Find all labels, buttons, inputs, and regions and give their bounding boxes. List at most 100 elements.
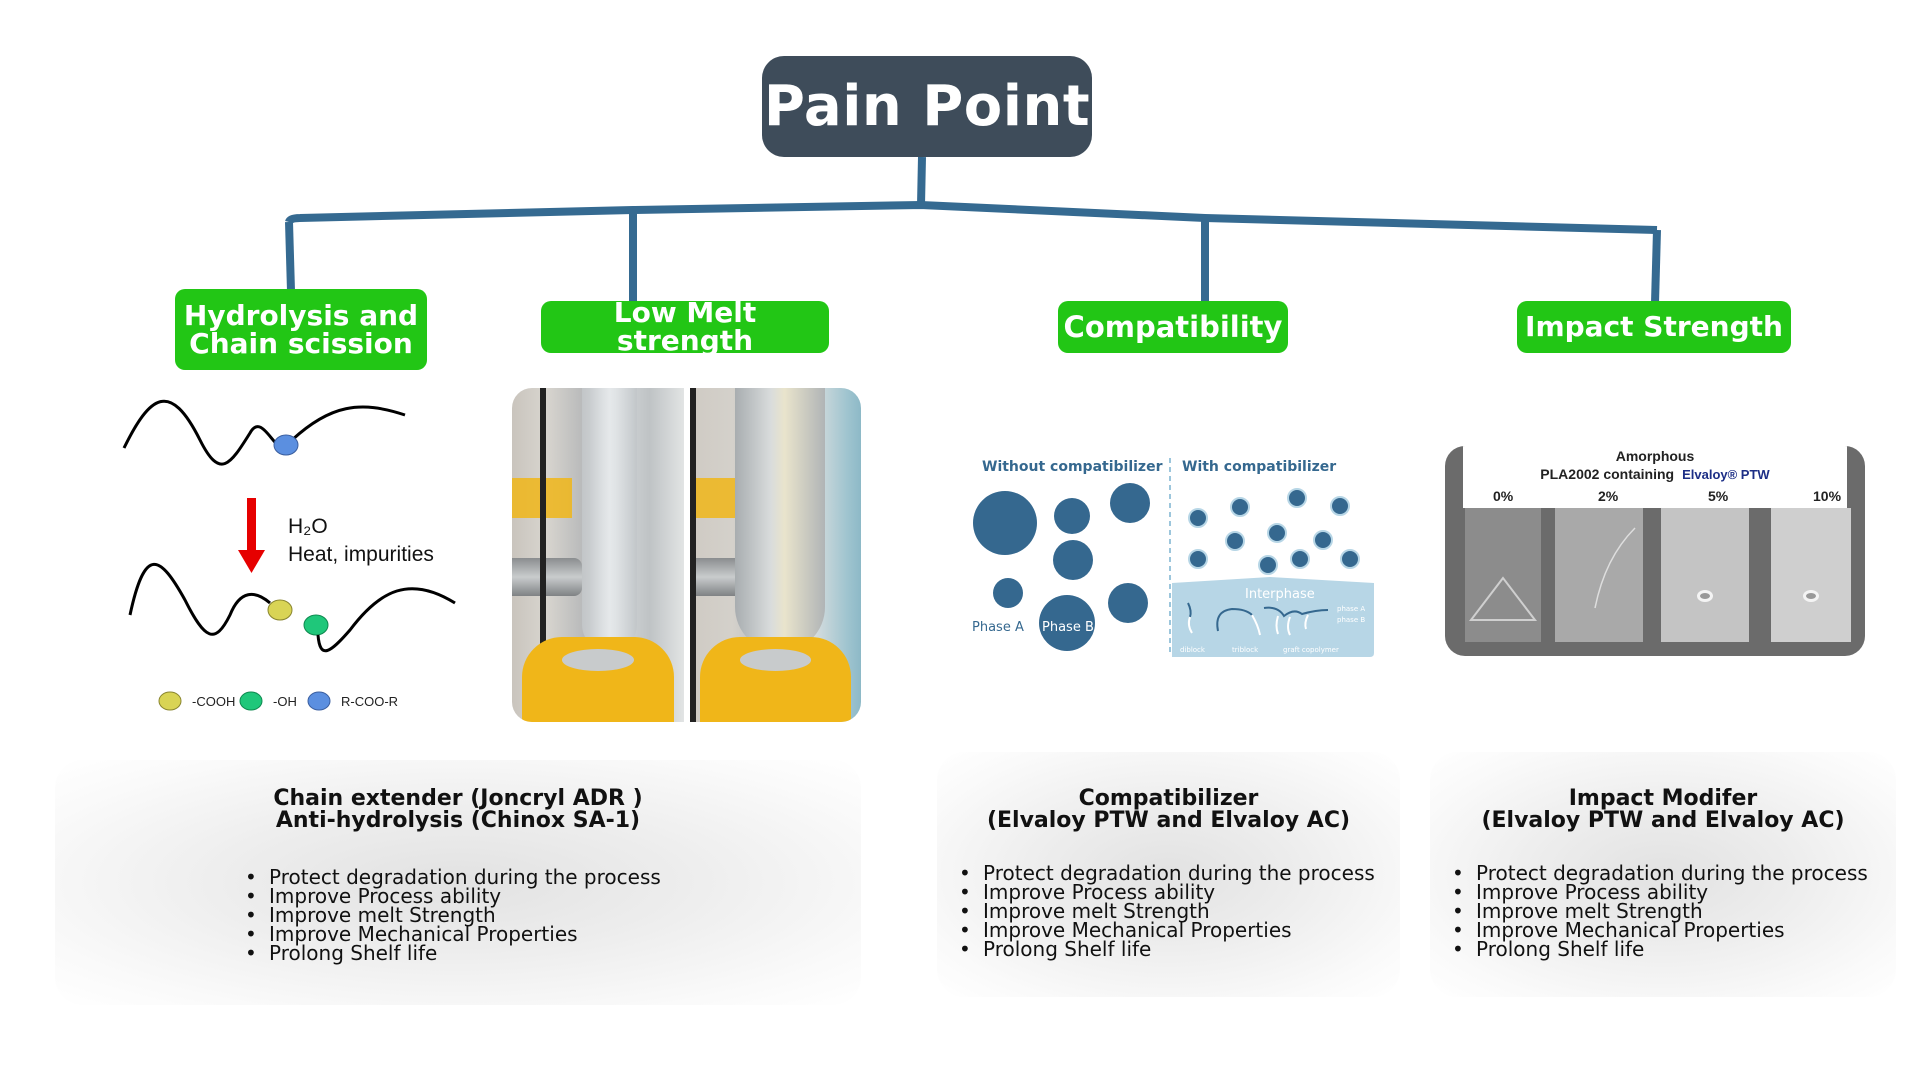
specimen-10pct (1771, 508, 1851, 642)
triblock-label: triblock (1232, 646, 1259, 654)
polymer-chain-before (122, 399, 281, 466)
impact-photo-title: Amorphous (1615, 448, 1695, 464)
impact-photo-header: Amorphous PLA2002 containing Elvaloy® PTW… (1463, 446, 1847, 508)
pct-label: 0% (1493, 488, 1514, 504)
polymer-chain-before-tail (290, 405, 406, 442)
specimen-2pct (1555, 508, 1643, 642)
legend-cooh-icon (158, 691, 182, 711)
dispersed-droplet (1340, 549, 1360, 569)
benefit-list: Protect degradation during the process I… (245, 867, 661, 963)
connector-root-stem (917, 156, 926, 206)
solution-title-line2: (Elvaloy PTW and Elvaloy AC) (986, 808, 1351, 833)
branch-impact-strength: Impact Strength (1517, 301, 1791, 353)
solution-title: Chain extender (Joncryl ADR ) Anti-hydro… (55, 788, 861, 832)
blown-film-photo-after (689, 388, 861, 722)
pain-point-root: Pain Point (762, 56, 1092, 157)
impact-photo-subtitle: PLA2002 containing Elvaloy® PTW (1463, 466, 1847, 482)
branch-hydrolysis-line1: Hydrolysis and (183, 298, 419, 332)
connector-horizontal (285, 201, 1658, 234)
legend-ester-icon (307, 691, 331, 711)
solution-title-line1: Chain extender (Joncryl ADR ) (273, 786, 643, 811)
polymer-chain-after-right (316, 587, 456, 653)
impact-photo-subtitle-text: PLA2002 containing (1540, 466, 1675, 482)
without-compat-title: Without compatibilizer (982, 459, 1163, 475)
graft-branches (1275, 614, 1309, 636)
phase-droplet (1054, 498, 1090, 534)
phase-a-label: Phase A (972, 620, 1024, 635)
with-compat-title: With compatibilizer (1182, 459, 1336, 475)
benefit-item: Improve Mechanical Properties (1452, 920, 1868, 940)
dispersed-droplet (1330, 496, 1350, 516)
benefit-item: Improve melt Strength (959, 901, 1375, 921)
triblock-chain (1216, 607, 1253, 632)
interphase-label: Interphase (1245, 587, 1315, 602)
legend-cooh-label: -COOH (192, 694, 235, 709)
legend-oh-icon (239, 691, 263, 711)
benefit-item: Prolong Shelf life (245, 943, 661, 963)
interphase-panel (1172, 577, 1374, 657)
compatibilizer-diagram: Without compatibilizer Phase A Phase B W… (970, 453, 1380, 658)
solution-title-line2: (Elvaloy PTW and Elvaloy AC) (1481, 808, 1845, 833)
benefit-item: Protect degradation during the process (245, 867, 661, 887)
branch-low-melt-strength-label: Low Melt strength (613, 296, 757, 357)
phase-b-droplet (1039, 595, 1095, 651)
polymer-chain-after-left (128, 562, 271, 636)
benefit-item: Improve Process ability (959, 882, 1375, 902)
hydrolysis-diagram: H₂O Heat, impurities -COOH -OH R-COO-R (110, 385, 470, 715)
dispersed-droplet (1290, 549, 1310, 569)
benefit-item: Improve melt Strength (1452, 901, 1868, 921)
benefit-item: Improve Mechanical Properties (959, 920, 1375, 940)
benefit-item: Protect degradation during the process (959, 863, 1375, 883)
dispersed-droplet (1287, 488, 1307, 508)
solution-card-compatibilizer: Compatibilizer (Elvaloy PTW and Elvaloy … (937, 752, 1400, 997)
dispersed-droplet (1188, 508, 1208, 528)
pct-label: 5% (1708, 488, 1729, 504)
impact-photo-brand: Elvaloy® PTW (1682, 467, 1770, 482)
legend-phase-b: phase B (1337, 616, 1365, 624)
benefit-item: Improve melt Strength (245, 905, 661, 925)
branch-hydrolysis-line2: Chain scission (189, 326, 413, 360)
branch-low-melt-strength: Low Melt strength (541, 296, 829, 357)
phase-droplet (973, 491, 1037, 555)
melt-strength-photo (512, 388, 861, 722)
solution-title: Compatibilizer (Elvaloy PTW and Elvaloy … (937, 788, 1400, 832)
phase-droplet (1053, 540, 1093, 580)
dispersed-droplet (1258, 555, 1278, 575)
arrow-shaft (247, 498, 256, 553)
phase-droplet (993, 578, 1023, 608)
pct-label: 2% (1598, 488, 1619, 504)
solution-card-impact-modifier: Impact Modifer (Elvaloy PTW and Elvaloy … (1430, 752, 1896, 997)
specimen-5pct (1661, 508, 1749, 642)
solution-title-line2: Anti-hydrolysis (Chinox SA-1) (275, 808, 641, 833)
dispersed-droplet (1313, 530, 1333, 550)
connector-branch-4 (1651, 229, 1661, 304)
branch-impact-strength-label: Impact Strength (1525, 310, 1783, 343)
branch-compatibility: Compatibility (1058, 301, 1288, 353)
branch-hydrolysis: Hydrolysis and Chain scission (175, 289, 427, 370)
dispersed-droplet (1225, 531, 1245, 551)
benefit-list: Protect degradation during the process I… (959, 863, 1375, 959)
legend-phase-a: phase A (1337, 605, 1365, 613)
solution-title-line1: Impact Modifer (1568, 786, 1758, 811)
benefit-item: Protect degradation during the process (1452, 863, 1868, 883)
diblock-label: diblock (1180, 646, 1206, 654)
benefit-item: Improve Process ability (1452, 882, 1868, 902)
graft-backbone (1263, 606, 1329, 618)
impact-test-photo: Amorphous PLA2002 containing Elvaloy® PTW… (1445, 446, 1865, 656)
benefit-item: Prolong Shelf life (1452, 939, 1868, 959)
phase-droplet (1110, 483, 1150, 523)
phase-b-label: Phase B (1042, 620, 1094, 635)
solution-title-line1: Compatibilizer (1078, 786, 1259, 811)
dispersed-droplet (1188, 549, 1208, 569)
pct-label: 10% (1813, 488, 1842, 504)
specimen-0pct (1465, 508, 1541, 642)
dispersed-droplet (1267, 523, 1287, 543)
condition-water: H₂O (288, 515, 328, 538)
benefit-item: Improve Mechanical Properties (245, 924, 661, 944)
diblock-chain (1187, 602, 1192, 618)
cooh-end-icon (267, 599, 293, 621)
phase-droplet (1108, 583, 1148, 623)
connector-branch-1 (285, 221, 295, 292)
branch-compatibility-label: Compatibility (1063, 309, 1283, 344)
pain-point-title: Pain Point (763, 74, 1091, 139)
